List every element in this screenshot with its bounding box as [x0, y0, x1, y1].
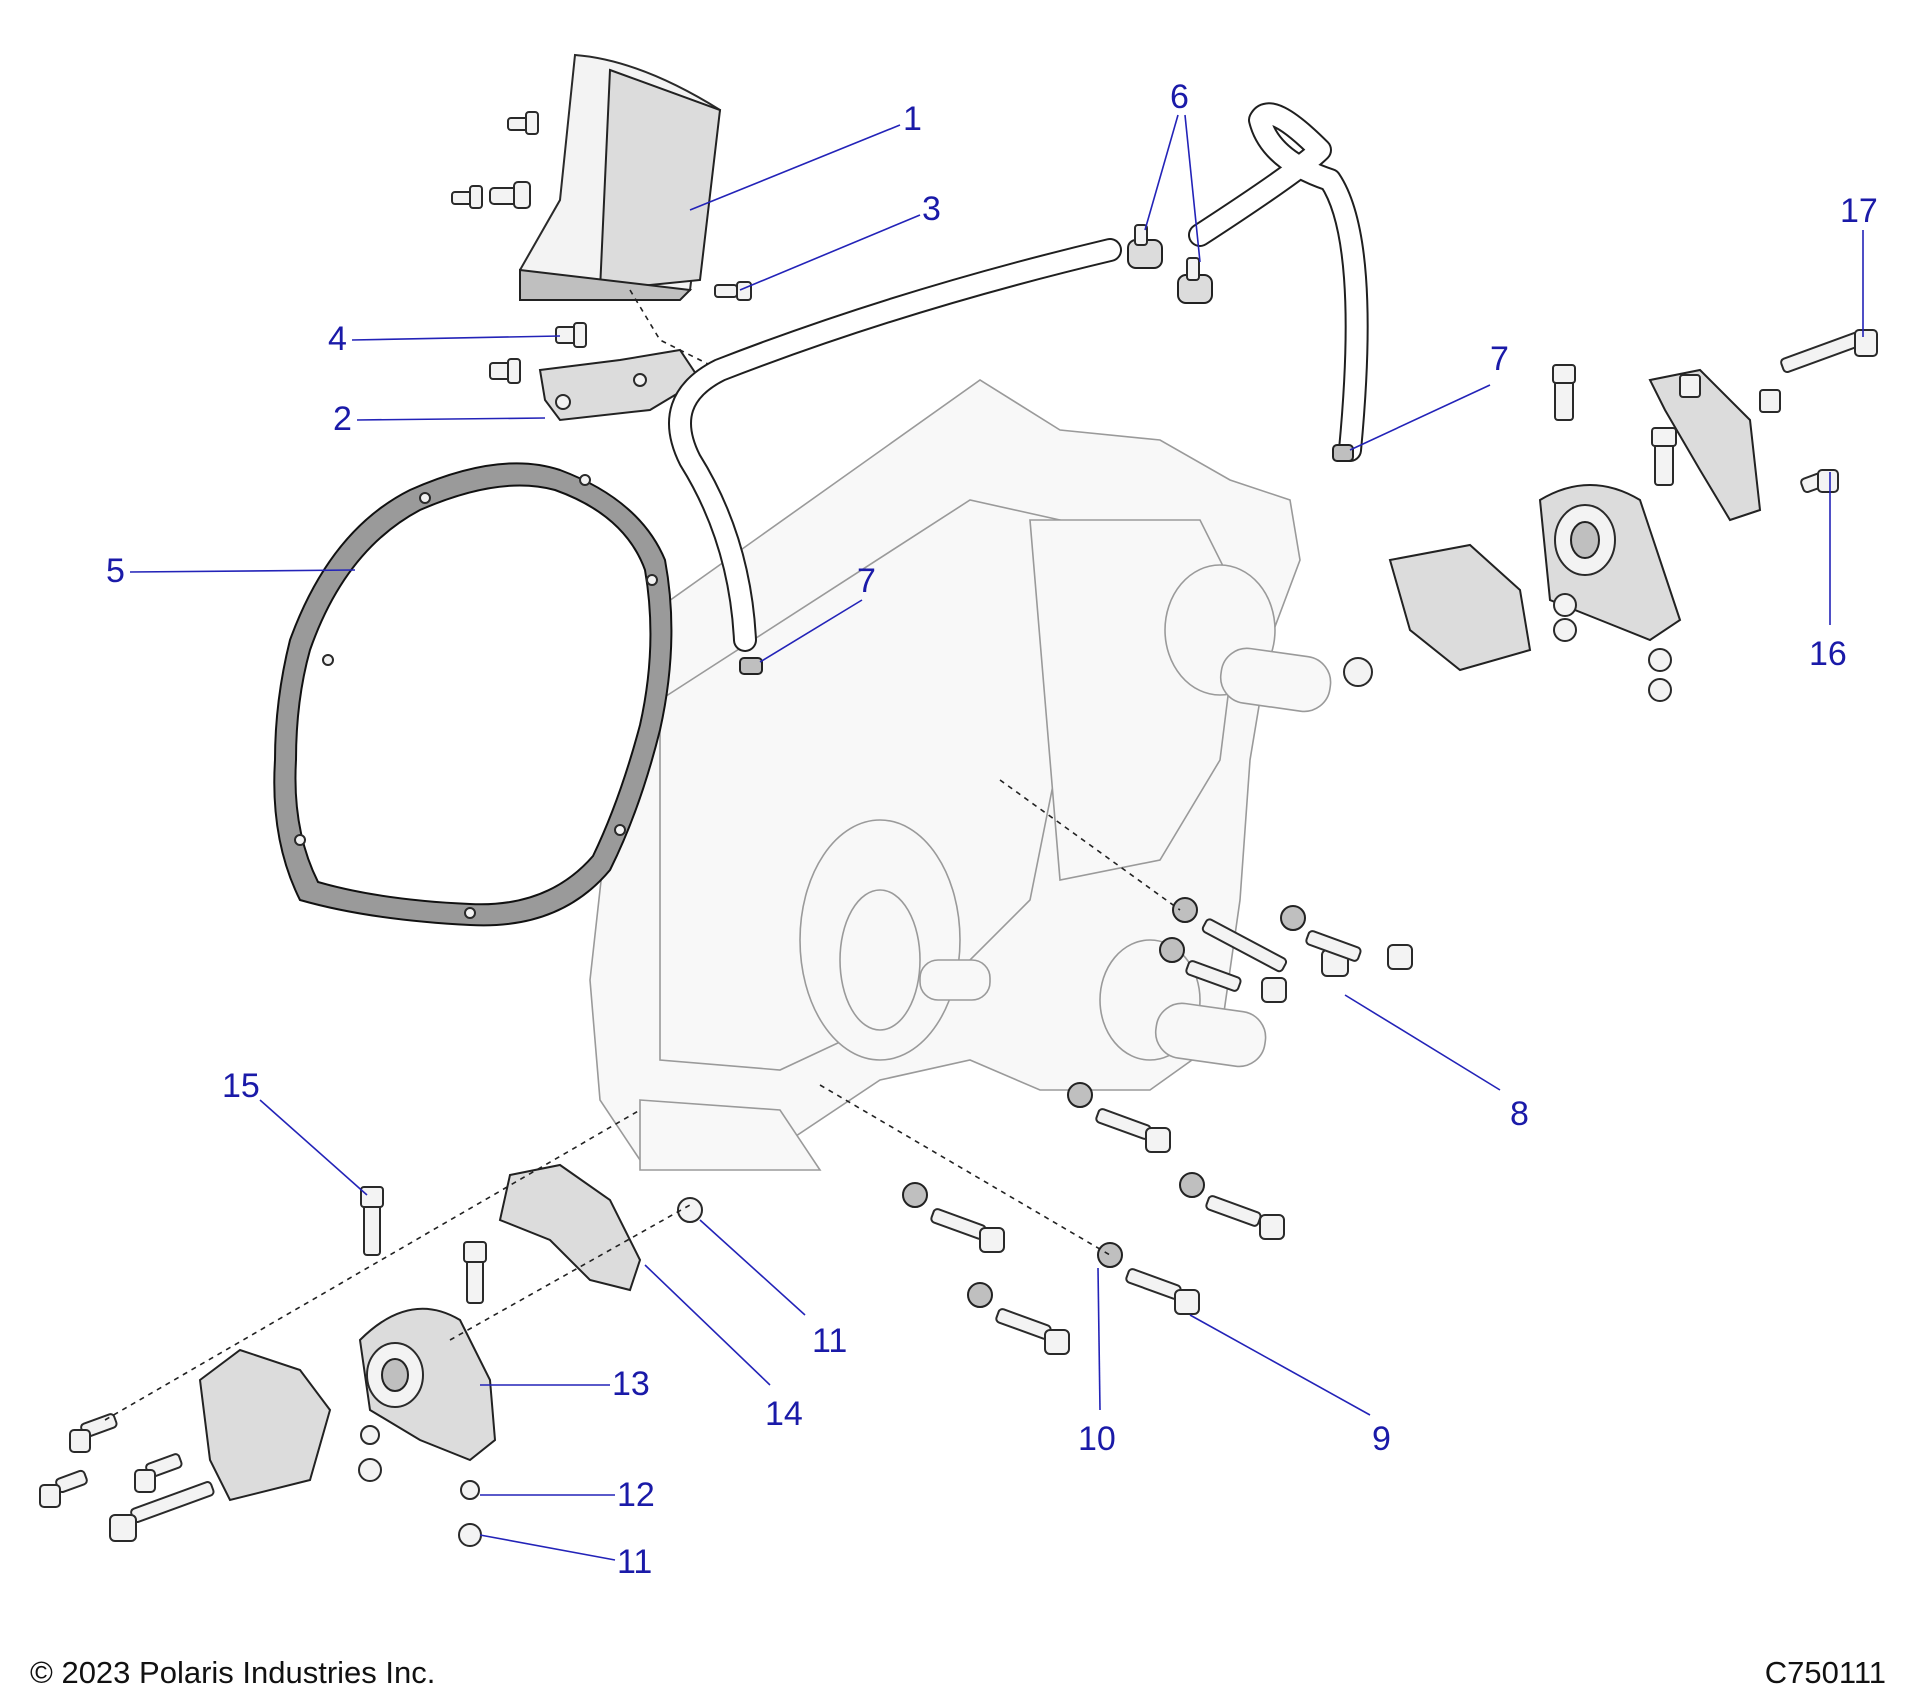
right-mount-cover	[1388, 543, 1532, 672]
callout-10: 10	[1078, 1420, 1116, 1458]
callout-8: 8	[1510, 1095, 1529, 1133]
callout-15: 15	[222, 1067, 260, 1105]
figure-code: C750111	[1764, 1655, 1886, 1690]
case-bolts	[902, 897, 1413, 1355]
callout-5: 5	[106, 552, 125, 590]
callout-4: 4	[328, 320, 347, 358]
hose-clamp-part-7b	[1332, 444, 1354, 462]
callout-7-left: 7	[857, 562, 876, 600]
vent-fitting-part-6a	[1127, 224, 1163, 269]
callout-14: 14	[765, 1395, 803, 1433]
copyright-notice: © 2023 Polaris Industries Inc.	[30, 1655, 436, 1690]
vent-hose-left	[668, 238, 1122, 652]
bolt-part-16	[1800, 469, 1839, 494]
vent-fitting-part-6b	[1177, 257, 1213, 304]
callout-7-right: 7	[1490, 340, 1509, 378]
bolt-part-15	[360, 1186, 384, 1256]
bolt-part-4	[489, 322, 587, 384]
shield-bolts	[451, 111, 539, 209]
callout-9: 9	[1372, 1420, 1391, 1458]
case-bolt-dashline	[999, 779, 1181, 911]
callout-1: 1	[903, 100, 922, 138]
gasket-part-5	[273, 462, 673, 927]
left-engine-mount-part-13	[358, 1307, 497, 1462]
callout-numbers: 1 3 4 2 5 6 7 7 8 9 10 11 13 14 15 16 17…	[106, 78, 1878, 1581]
left-mount-dashline	[104, 1109, 641, 1421]
callout-13: 13	[612, 1365, 650, 1403]
callout-3: 3	[922, 190, 941, 228]
callout-11-lower: 11	[617, 1543, 652, 1581]
leader-lines	[129, 114, 1864, 1561]
callout-16: 16	[1809, 635, 1847, 673]
transmission-housing	[589, 379, 1332, 1171]
shield-bracket-dashline	[629, 289, 721, 371]
bolt-part-3	[714, 281, 752, 301]
callout-12: 12	[617, 1476, 655, 1514]
shield-part-1	[519, 53, 722, 302]
left-mount-bracket-part-14	[498, 1163, 642, 1292]
case-bolt-dashline-2	[819, 1084, 1111, 1256]
right-mount-bracket	[1648, 368, 1762, 522]
left-mount-hardware	[39, 1197, 703, 1547]
callout-17: 17	[1840, 192, 1878, 230]
callout-6: 6	[1170, 78, 1189, 116]
right-mount-hardware	[1343, 364, 1781, 702]
hose-clamp-part-7a	[739, 657, 763, 675]
left-mount-cover	[198, 1348, 332, 1502]
right-engine-mount	[1538, 484, 1682, 642]
bolt-part-17	[1780, 329, 1878, 374]
callout-2: 2	[333, 400, 352, 438]
callout-11-upper: 11	[812, 1322, 847, 1360]
vent-hose-right	[1188, 102, 1369, 462]
